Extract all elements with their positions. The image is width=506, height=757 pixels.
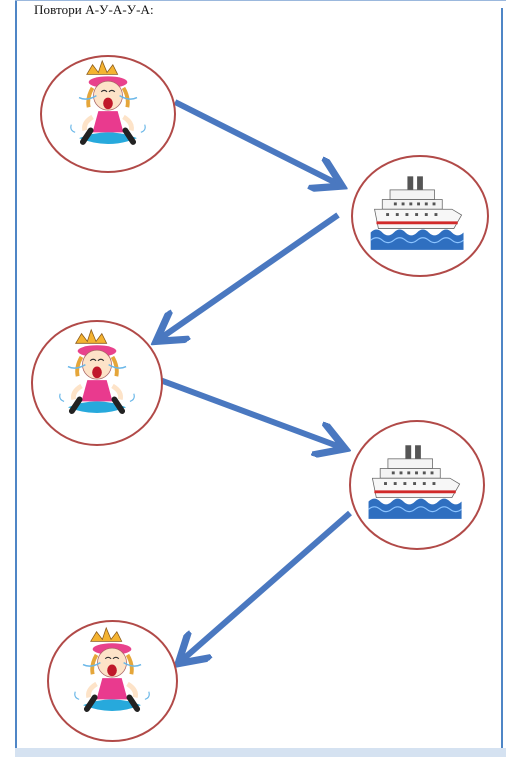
crying-girl-icon: [70, 59, 146, 145]
picture-circle-ship-2: [349, 420, 485, 550]
arrow-1: [173, 99, 340, 185]
picture-circle-girl-3: [47, 620, 178, 742]
crying-girl-icon: [74, 626, 150, 712]
picture-circle-ship-1: [351, 155, 489, 277]
picture-circle-girl-2: [31, 320, 163, 446]
ship-icon: [368, 445, 462, 519]
page-left-border: [15, 0, 17, 757]
page-right-border: [501, 8, 503, 748]
page-top-border: [15, 0, 506, 1]
arrow-4: [180, 510, 352, 662]
arrow-3: [158, 377, 343, 448]
ship-icon: [370, 176, 464, 250]
page-bottom-edge: [15, 748, 506, 757]
picture-circle-girl-1: [40, 55, 176, 173]
arrow-2: [158, 212, 340, 340]
crying-girl-icon: [59, 328, 135, 414]
instruction-text: Повтори А-У-А-У-А:: [34, 2, 154, 17]
